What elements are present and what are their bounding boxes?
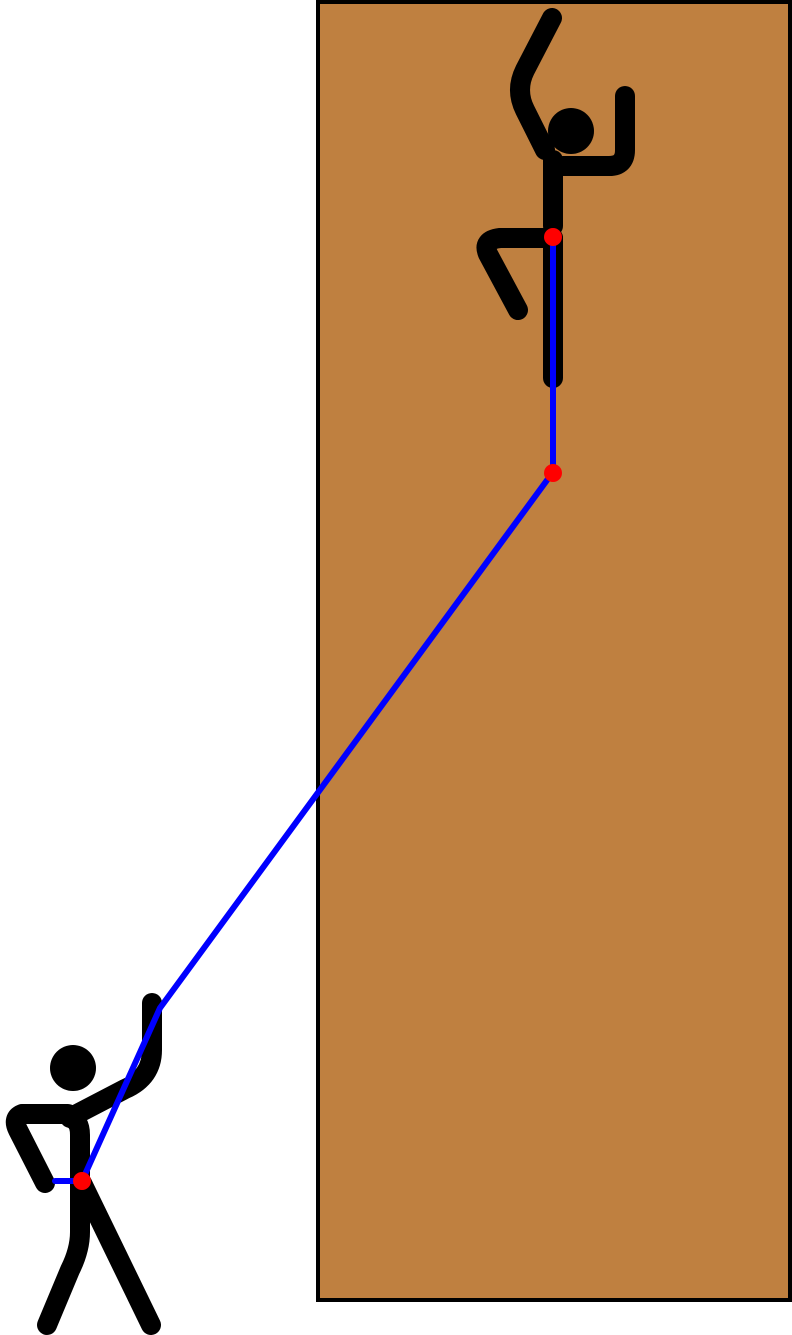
climber-left-leg	[476, 228, 563, 320]
wall-protection-anchor	[544, 464, 562, 482]
anchor-points	[73, 228, 562, 1190]
belayer-device-anchor	[73, 1172, 91, 1190]
climber-left-arm	[510, 8, 562, 160]
climber-harness-anchor	[544, 228, 562, 246]
climber-head	[548, 108, 594, 154]
belayer-leg	[72, 1173, 161, 1335]
belayer-head	[50, 1045, 96, 1091]
rope-protection-to-belayer	[79, 469, 556, 1184]
belayer-shoulders	[5, 1104, 78, 1193]
climber-right-arm	[553, 86, 635, 176]
